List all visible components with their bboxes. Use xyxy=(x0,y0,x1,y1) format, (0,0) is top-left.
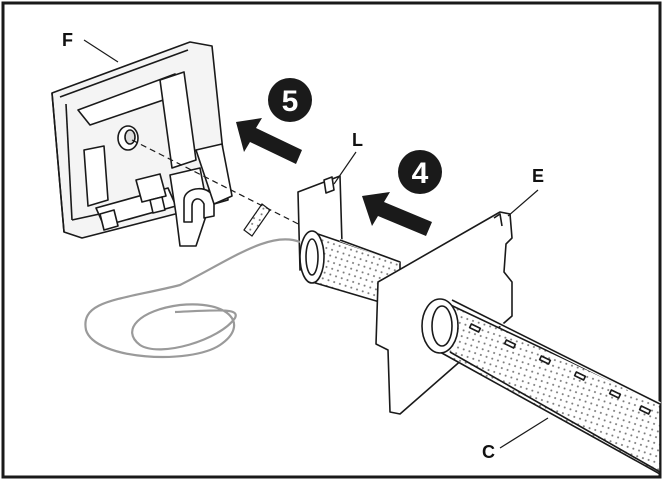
arrow-step-5 xyxy=(236,118,302,164)
end-cap-housing xyxy=(51,41,233,247)
label-f: F xyxy=(62,30,119,63)
svg-text:4: 4 xyxy=(412,157,429,190)
cable xyxy=(84,238,301,359)
svg-text:E: E xyxy=(532,166,544,186)
alignment-axis-line xyxy=(131,139,331,241)
svg-text:C: C xyxy=(482,442,495,462)
step-marker-5: 5 xyxy=(268,78,312,122)
main-tube-c xyxy=(421,298,661,475)
label-l: L xyxy=(333,130,363,185)
svg-text:F: F xyxy=(62,30,73,50)
svg-text:L: L xyxy=(352,130,363,150)
arrow-step-4 xyxy=(362,192,432,236)
svg-text:5: 5 xyxy=(282,85,299,118)
label-c: C xyxy=(482,417,549,462)
step-marker-4: 4 xyxy=(398,150,442,194)
label-e: E xyxy=(507,166,544,217)
